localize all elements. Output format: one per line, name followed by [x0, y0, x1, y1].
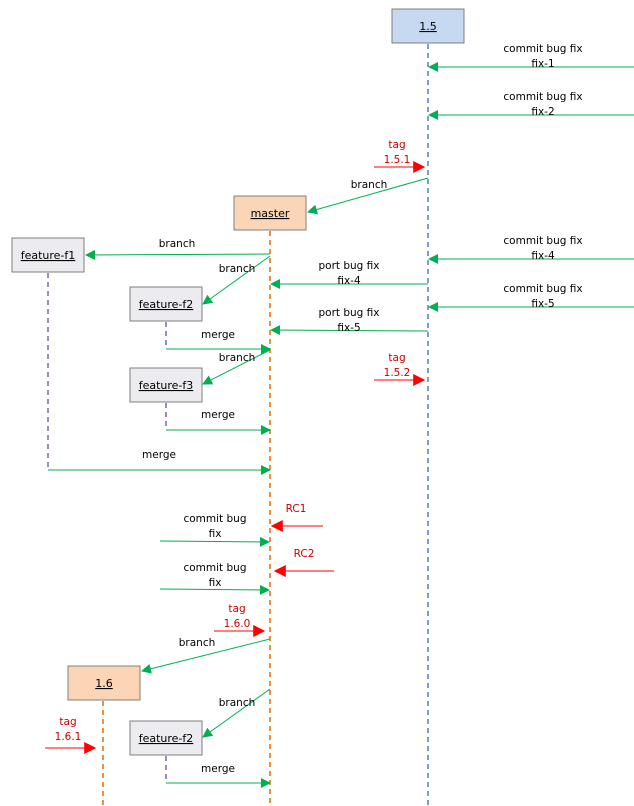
- label-commit-master-1-line2: fix: [209, 528, 222, 540]
- label-commit-fix-5-line1: commit bug fix: [503, 283, 582, 295]
- label-commit-fix-4-line1: commit bug fix: [503, 235, 582, 247]
- label-tag-1-6-0-line2: 1.6.0: [224, 618, 251, 630]
- box-release-1-6-label: 1.6: [95, 677, 113, 690]
- label-branch-f3: branch: [219, 352, 256, 364]
- arrow-commit-master-1: [159, 536, 270, 547]
- label-port-fix-4-line1: port bug fix: [318, 260, 379, 272]
- arrow-branch-f2: [202, 255, 271, 305]
- label-rc1: RC1: [286, 503, 307, 515]
- label-tag-1-5-1-line2: 1.5.1: [384, 154, 411, 166]
- label-commit-master-2-line2: fix: [209, 577, 222, 589]
- box-feature-f3-label: feature-f3: [139, 379, 194, 392]
- arrow-port-fix-5: [270, 325, 429, 336]
- label-commit-fix-4: commit bug fix fix-4: [503, 235, 582, 262]
- label-branch-f2: branch: [219, 263, 256, 275]
- label-port-fix-4-line2: fix-4: [337, 275, 361, 287]
- label-port-fix-5: port bug fix fix-5: [318, 307, 379, 334]
- arrow-commit-master-2: [159, 584, 270, 595]
- arrow-branch-master: [307, 177, 429, 215]
- label-branch-f2b: branch: [219, 697, 256, 709]
- label-commit-master-1-line1: commit bug: [183, 513, 246, 525]
- arrow-branch-f2b: [202, 688, 271, 738]
- label-tag-1-6-1: tag 1.6.1: [55, 716, 82, 743]
- label-port-fix-5-line1: port bug fix: [318, 307, 379, 319]
- label-tag-1-6-1-line2: 1.6.1: [55, 731, 82, 743]
- label-tag-1-5-1-line1: tag: [388, 139, 405, 151]
- box-feature-f2-a-label: feature-f2: [139, 298, 194, 311]
- label-port-fix-4: port bug fix fix-4: [318, 260, 379, 287]
- label-commit-fix-1: commit bug fix fix-1: [503, 43, 582, 70]
- label-tag-1-6-0: tag 1.6.0: [224, 603, 251, 630]
- box-master: master: [233, 195, 307, 231]
- box-feature-f1: feature-f1: [11, 237, 85, 273]
- box-release-1-6: 1.6: [67, 665, 141, 701]
- label-tag-1-5-2-line2: 1.5.2: [384, 367, 411, 379]
- arrow-branch-1-6: [141, 638, 271, 674]
- label-rc2: RC2: [294, 548, 315, 560]
- label-commit-fix-2-line1: commit bug fix: [503, 91, 582, 103]
- label-branch-f1: branch: [159, 238, 196, 250]
- label-branch-master: branch: [351, 179, 388, 191]
- label-tag-1-6-0-line1: tag: [228, 603, 245, 615]
- label-merge-f1: merge: [142, 449, 176, 461]
- label-commit-fix-2-line2: fix-2: [531, 106, 554, 118]
- label-tag-1-6-1-line1: tag: [59, 716, 76, 728]
- label-tag-1-5-1: tag 1.5.1: [384, 139, 411, 166]
- box-feature-f2-b: feature-f2: [129, 720, 203, 756]
- label-commit-fix-5: commit bug fix fix-5: [503, 283, 582, 310]
- box-feature-f2-a: feature-f2: [129, 286, 203, 322]
- box-feature-f2-b-label: feature-f2: [139, 732, 194, 745]
- label-port-fix-5-line2: fix-5: [337, 322, 360, 334]
- label-tag-1-5-2-line1: tag: [388, 352, 405, 364]
- label-commit-master-2-line1: commit bug: [183, 562, 246, 574]
- label-merge-f3: merge: [201, 409, 235, 421]
- label-commit-fix-4-line2: fix-4: [531, 250, 555, 262]
- box-feature-f1-label: feature-f1: [21, 249, 76, 262]
- label-merge-f2: merge: [201, 329, 235, 341]
- label-commit-fix-5-line2: fix-5: [531, 298, 554, 310]
- box-release-1-5-label: 1.5: [419, 20, 437, 33]
- label-commit-fix-2: commit bug fix fix-2: [503, 91, 582, 118]
- box-release-1-5: 1.5: [391, 8, 465, 44]
- box-feature-f3: feature-f3: [129, 367, 203, 403]
- label-commit-fix-1-line2: fix-1: [531, 58, 554, 70]
- label-branch-1-6: branch: [179, 637, 216, 649]
- label-merge-f2b: merge: [201, 763, 235, 775]
- arrow-branch-f3: [202, 349, 271, 385]
- label-commit-fix-1-line1: commit bug fix: [503, 43, 582, 55]
- label-tag-1-5-2: tag 1.5.2: [384, 352, 411, 379]
- label-commit-master-2: commit bug fix: [183, 562, 246, 589]
- box-master-label: master: [251, 207, 290, 220]
- label-commit-master-1: commit bug fix: [183, 513, 246, 540]
- arrow-branch-f1: [85, 249, 271, 260]
